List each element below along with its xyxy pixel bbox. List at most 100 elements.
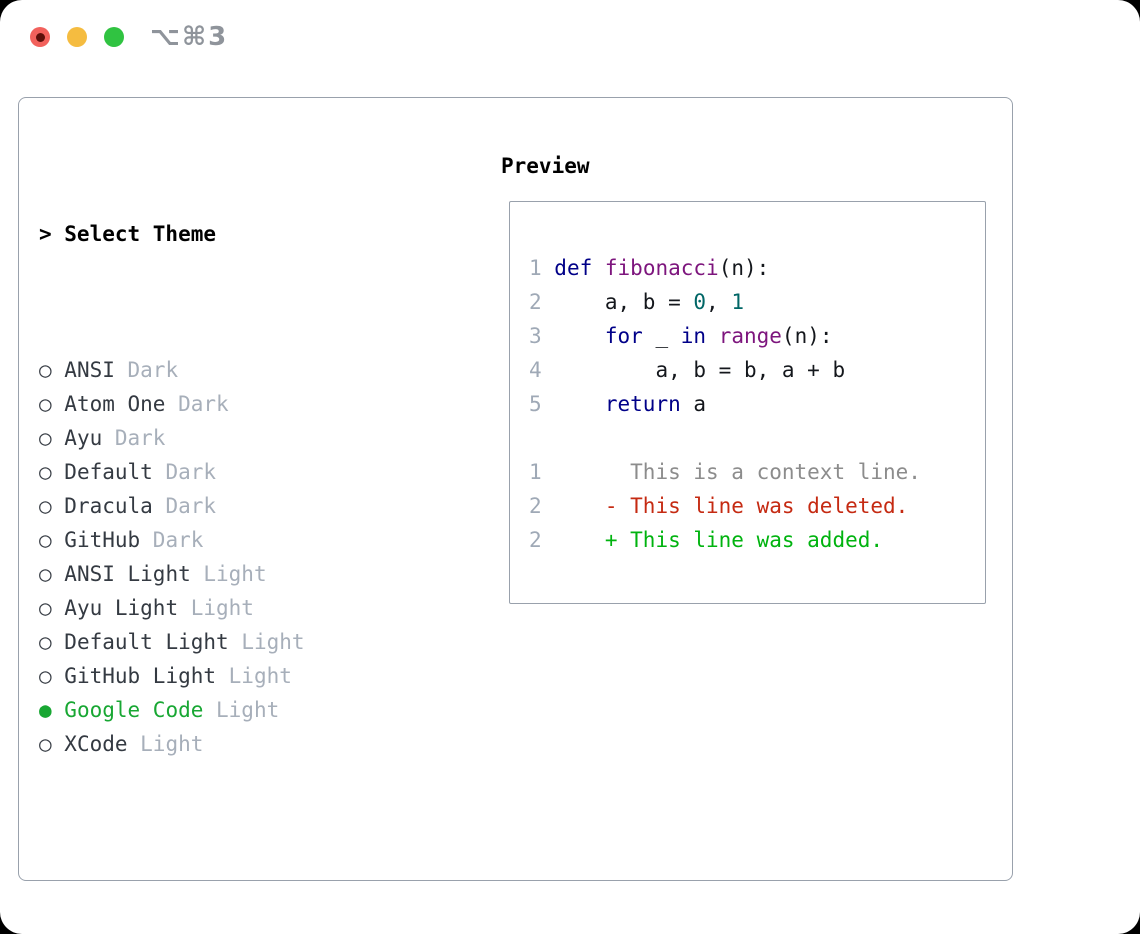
theme-selector-panel: > Select Theme ○ ANSI Dark○ Atom One Dar… xyxy=(18,97,1013,881)
code-token-pln: a, b = xyxy=(554,290,694,314)
radio-unselected-icon: ○ xyxy=(39,596,65,620)
code-line xyxy=(529,421,985,455)
code-line: 2 - This line was deleted. xyxy=(529,489,985,523)
theme-option-default[interactable]: ○ Default Dark xyxy=(39,455,393,489)
theme-option-ansi[interactable]: ○ ANSI Dark xyxy=(39,353,393,387)
theme-variant-tag: Light xyxy=(216,664,292,688)
line-number: 3 xyxy=(529,324,555,348)
code-line: 4 a, b = b, a + b xyxy=(529,353,985,387)
code-line: 3 for _ in range(n): xyxy=(529,319,985,353)
code-token-pln: a, b = b, a + b xyxy=(554,358,846,382)
theme-name: Default Light xyxy=(64,630,229,654)
theme-options: ○ ANSI Dark○ Atom One Dark○ Ayu Dark○ De… xyxy=(39,353,393,761)
radio-unselected-icon: ○ xyxy=(39,562,65,586)
radio-unselected-icon: ○ xyxy=(39,426,65,450)
theme-option-github[interactable]: ○ GitHub Dark xyxy=(39,523,393,557)
code-line: 2 + This line was added. xyxy=(529,523,985,557)
radio-unselected-icon: ○ xyxy=(39,732,65,756)
zoom-button[interactable] xyxy=(104,27,124,47)
radio-unselected-icon: ○ xyxy=(39,528,65,552)
theme-name: GitHub xyxy=(64,528,141,552)
theme-variant-tag: Dark xyxy=(152,494,217,518)
radio-unselected-icon: ○ xyxy=(39,460,65,484)
traffic-lights xyxy=(30,27,124,47)
theme-name: Dracula xyxy=(64,494,153,518)
code-token-pln xyxy=(554,324,605,348)
spacer xyxy=(39,829,393,863)
code-token-kw: for xyxy=(604,324,643,348)
theme-name: ANSI Light xyxy=(64,562,191,586)
theme-option-dracula[interactable]: ○ Dracula Dark xyxy=(39,489,393,523)
theme-name: Ayu xyxy=(64,426,103,450)
line-number: 4 xyxy=(529,358,555,382)
minimize-button[interactable] xyxy=(67,27,87,47)
code-token-pln xyxy=(554,392,605,416)
line-number: 2 xyxy=(529,290,555,314)
code-token-pln xyxy=(706,324,719,348)
code-line: 1 This is a context line. xyxy=(529,455,985,489)
theme-option-default-light[interactable]: ○ Default Light Light xyxy=(39,625,393,659)
theme-name: Google Code xyxy=(64,698,204,722)
select-theme-header: > Select Theme xyxy=(39,222,217,246)
code-token-num: 0 xyxy=(693,290,707,314)
line-number: 5 xyxy=(529,392,555,416)
theme-option-ayu[interactable]: ○ Ayu Dark xyxy=(39,421,393,455)
code-token-pln: (n): xyxy=(718,256,770,280)
theme-variant-tag: Light xyxy=(178,596,254,620)
theme-variant-tag: Dark xyxy=(152,460,217,484)
code-token-kw: return xyxy=(604,392,681,416)
code-line: 1 def fibonacci(n): xyxy=(529,251,985,285)
close-dot-icon xyxy=(35,32,45,42)
code-token-pln: a xyxy=(680,392,707,416)
theme-name: Default xyxy=(64,460,153,484)
theme-variant-tag: Dark xyxy=(165,392,229,416)
radio-unselected-icon: ○ xyxy=(39,358,65,382)
theme-option-github-light[interactable]: ○ GitHub Light Light xyxy=(39,659,393,693)
radio-unselected-icon: ○ xyxy=(39,664,65,688)
theme-name: XCode xyxy=(64,732,128,756)
theme-variant-tag: Dark xyxy=(114,358,179,382)
code-token-pln: _ xyxy=(642,324,681,348)
theme-option-ayu-light[interactable]: ○ Ayu Light Light xyxy=(39,591,393,625)
code-token-pln: , xyxy=(706,290,732,314)
theme-variant-tag: Dark xyxy=(102,426,166,450)
close-button[interactable] xyxy=(30,27,50,47)
code-line: 2 a, b = 0, 1 xyxy=(529,285,985,319)
theme-variant-tag: Light xyxy=(127,732,204,756)
theme-option-atom-one[interactable]: ○ Atom One Dark xyxy=(39,387,393,421)
line-number: 1 xyxy=(529,460,555,484)
radio-unselected-icon: ○ xyxy=(39,630,65,654)
code-token-kw: def xyxy=(554,256,593,280)
theme-option-xcode[interactable]: ○ XCode Light xyxy=(39,727,393,761)
code-token-ctx: This is a context line. xyxy=(554,460,921,484)
theme-variant-tag: Light xyxy=(190,562,267,586)
line-number: 2 xyxy=(529,528,555,552)
preview-header: Preview xyxy=(501,154,590,178)
code-line: 5 return a xyxy=(529,387,985,421)
line-number: 2 xyxy=(529,494,555,518)
theme-option-ansi-light[interactable]: ○ ANSI Light Light xyxy=(39,557,393,591)
theme-list: > Select Theme ○ ANSI Dark○ Atom One Dar… xyxy=(39,149,393,934)
code-token-pln xyxy=(592,256,605,280)
code-token-fn: range xyxy=(718,324,782,348)
theme-option-google-code[interactable]: ● Google Code Light xyxy=(39,693,393,727)
theme-name: Atom One xyxy=(64,392,166,416)
code-token-num: 1 xyxy=(731,290,744,314)
radio-unselected-icon: ○ xyxy=(39,392,65,416)
theme-name: ANSI xyxy=(64,358,115,382)
code-token-kw: in xyxy=(680,324,707,348)
code-token-fn: fibonacci xyxy=(604,256,719,280)
code-token-add: + This line was added. xyxy=(554,528,884,552)
window-title: ⌥⌘3 xyxy=(150,22,229,52)
theme-variant-tag: Light xyxy=(203,698,280,722)
theme-variant-tag: Light xyxy=(228,630,305,654)
radio-selected-icon: ● xyxy=(39,698,65,722)
radio-unselected-icon: ○ xyxy=(39,494,65,518)
code-token-del: - This line was deleted. xyxy=(554,494,909,518)
code-token-pln: (n): xyxy=(781,324,833,348)
line-number: 1 xyxy=(529,256,555,280)
theme-name: GitHub Light xyxy=(64,664,217,688)
